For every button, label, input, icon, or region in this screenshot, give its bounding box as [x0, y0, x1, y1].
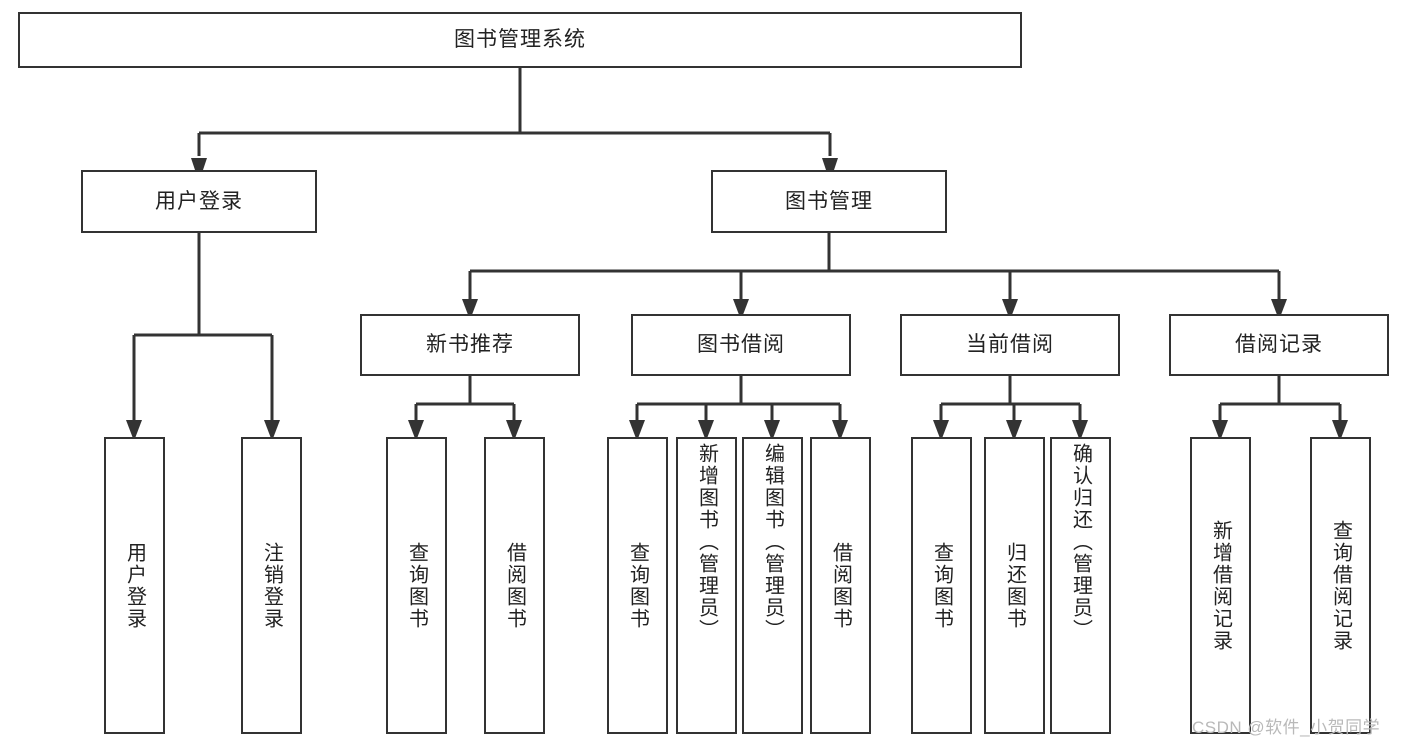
node-leaf-add-book-admin-label: 新增图书（管理员） — [695, 443, 718, 641]
node-leaf-return-book[interactable]: 归还图书 — [984, 437, 1045, 734]
node-leaf-query-book-3[interactable]: 查询图书 — [911, 437, 972, 734]
node-leaf-user-login[interactable]: 用户登录 — [104, 437, 165, 734]
node-leaf-logout-login[interactable]: 注销登录 — [241, 437, 302, 734]
node-leaf-logout-login-label: 注销登录 — [260, 541, 283, 630]
node-leaf-query-book-2[interactable]: 查询图书 — [607, 437, 668, 734]
node-leaf-return-book-label: 归还图书 — [1003, 541, 1026, 630]
node-root[interactable]: 图书管理系统 — [18, 12, 1022, 68]
node-leaf-user-login-label: 用户登录 — [123, 541, 146, 630]
node-leaf-confirm-return-admin-label: 确认归还（管理员） — [1069, 443, 1092, 641]
node-leaf-query-borrow-record-label: 查询借阅记录 — [1329, 519, 1352, 652]
node-book-borrow-label: 图书借阅 — [697, 333, 785, 357]
node-leaf-add-borrow-record[interactable]: 新增借阅记录 — [1190, 437, 1251, 734]
node-leaf-borrow-book-2[interactable]: 借阅图书 — [810, 437, 871, 734]
node-leaf-query-book-1[interactable]: 查询图书 — [386, 437, 447, 734]
node-leaf-borrow-book-1[interactable]: 借阅图书 — [484, 437, 545, 734]
node-leaf-confirm-return-admin[interactable]: 确认归还（管理员） — [1050, 437, 1111, 734]
node-borrow-record[interactable]: 借阅记录 — [1169, 314, 1389, 376]
node-current-borrow[interactable]: 当前借阅 — [900, 314, 1120, 376]
node-root-label: 图书管理系统 — [454, 28, 586, 52]
node-leaf-borrow-book-2-label: 借阅图书 — [829, 541, 852, 630]
node-book-management-label: 图书管理 — [785, 189, 873, 213]
node-leaf-edit-book-admin-label: 编辑图书（管理员） — [761, 443, 784, 641]
node-book-borrow[interactable]: 图书借阅 — [631, 314, 851, 376]
node-leaf-add-book-admin[interactable]: 新增图书（管理员） — [676, 437, 737, 734]
node-leaf-query-book-3-label: 查询图书 — [930, 541, 953, 630]
node-leaf-query-book-1-label: 查询图书 — [405, 541, 428, 630]
node-leaf-query-book-2-label: 查询图书 — [626, 541, 649, 630]
node-leaf-borrow-book-1-label: 借阅图书 — [503, 541, 526, 630]
node-leaf-query-borrow-record[interactable]: 查询借阅记录 — [1310, 437, 1371, 734]
node-user-login[interactable]: 用户登录 — [81, 170, 317, 233]
node-borrow-record-label: 借阅记录 — [1235, 333, 1323, 357]
node-book-management[interactable]: 图书管理 — [711, 170, 947, 233]
watermark-text: CSDN @软件_小贺同学 — [1192, 718, 1381, 737]
node-new-book-recommend[interactable]: 新书推荐 — [360, 314, 580, 376]
node-leaf-add-borrow-record-label: 新增借阅记录 — [1209, 519, 1232, 652]
node-leaf-edit-book-admin[interactable]: 编辑图书（管理员） — [742, 437, 803, 734]
node-current-borrow-label: 当前借阅 — [966, 333, 1054, 357]
node-new-book-recommend-label: 新书推荐 — [426, 333, 514, 357]
node-user-login-label: 用户登录 — [155, 189, 243, 213]
